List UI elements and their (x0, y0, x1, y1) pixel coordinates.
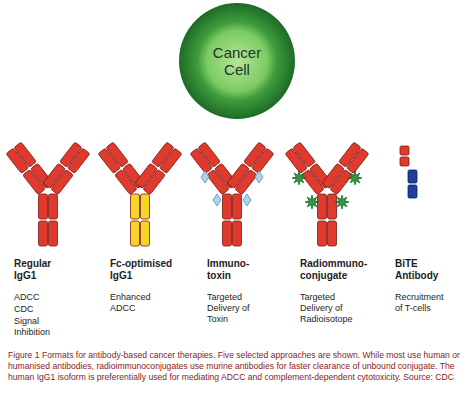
format-name: Fc-optimised IgG1 (110, 258, 182, 282)
mechanism-text: Signal Inhibition (14, 316, 59, 338)
immunotoxin-icon (190, 142, 274, 246)
mechanism-text: Targeted Delivery of Toxin (207, 292, 262, 325)
cell-node: Cancer Cell (178, 2, 296, 120)
mechanism-text: CDC (14, 304, 74, 315)
radioimmunoconjugate-icon (285, 142, 369, 246)
cell-label: Cancer Cell (206, 44, 268, 78)
figure-caption: Figure 1 Formats for antibody-based canc… (8, 350, 466, 383)
cell-body (179, 3, 295, 119)
format-name: Regular IgG1 (14, 258, 69, 282)
mechanism-text: Targeted Delivery of Radioisotope (300, 292, 362, 325)
format-name: Radiommuno- conjugate (300, 258, 376, 282)
mechanism-text: Enhanced ADCC (110, 292, 160, 314)
mechanism-text: ADCC (14, 292, 74, 303)
bite-antibody-icon (400, 146, 417, 198)
fc-optimised-igg1-icon (98, 142, 182, 246)
format-name: Immuno- toxin (207, 258, 262, 282)
mechanism-text: Recruitment of T-cells (395, 292, 450, 314)
regular-igg1-icon (6, 142, 90, 246)
format-name: BiTE Antibody (395, 258, 447, 282)
